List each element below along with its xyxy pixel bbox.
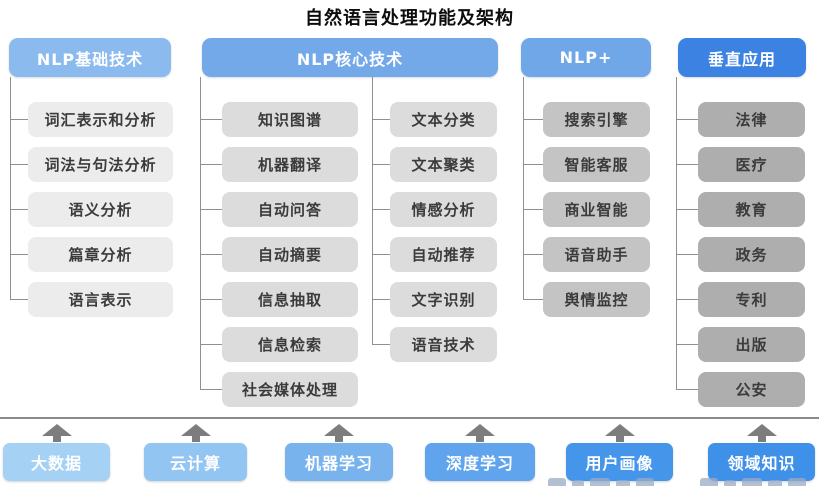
tree-item: 政务: [676, 237, 805, 272]
tree-item: 社会媒体处理: [200, 372, 358, 407]
tree-item: 法律: [676, 102, 805, 137]
tree-item: 智能客服: [523, 147, 650, 182]
tree-item: 舆情监控: [523, 282, 650, 317]
tree-item: 自动摘要: [200, 237, 358, 272]
diagram-title: 自然语言处理功能及架构: [305, 8, 514, 29]
up-arrow-icon: [181, 424, 211, 442]
foundation-divider-line: [0, 417, 819, 419]
tree-item: 自动问答: [200, 192, 358, 227]
foundation-box-machine-learning: 机器学习: [285, 443, 393, 481]
column-header-nlp-basics: NLP基础技术: [9, 38, 171, 77]
tree-item: 出版: [676, 327, 805, 362]
foundation-box-deep-learning: 深度学习: [425, 443, 535, 481]
tree-item: 教育: [676, 192, 805, 227]
tree-item: 篇章分析: [10, 237, 173, 272]
foundation-box-user-profile: 用户画像: [566, 443, 673, 481]
tree-item: 语音助手: [523, 237, 650, 272]
connector-spine-col2-left: [200, 77, 201, 390]
tree-item: 专利: [676, 282, 805, 317]
tree-item: 语音技术: [372, 327, 497, 362]
tree-item: 医疗: [676, 147, 805, 182]
tree-item: 信息抽取: [200, 282, 358, 317]
connector-spine-col3: [523, 77, 524, 300]
up-arrow-icon: [747, 424, 777, 442]
column-header-vertical-apps: 垂直应用: [678, 38, 806, 77]
tree-item: 文本分类: [372, 102, 497, 137]
tree-item: 知识图谱: [200, 102, 358, 137]
up-arrow-icon: [605, 424, 635, 442]
tree-item: 自动推荐: [372, 237, 497, 272]
watermark-fragment: [548, 478, 654, 486]
up-arrow-icon: [324, 424, 354, 442]
up-arrow-icon: [465, 424, 495, 442]
tree-item: 词法与句法分析: [10, 147, 173, 182]
watermark-fragment: [700, 478, 806, 486]
column-header-nlp-plus: NLP+: [521, 38, 651, 77]
foundation-box-cloud-computing: 云计算: [144, 443, 247, 481]
tree-item: 信息检索: [200, 327, 358, 362]
tree-item: 文本聚类: [372, 147, 497, 182]
up-arrow-icon: [42, 424, 72, 442]
foundation-box-big-data: 大数据: [3, 443, 110, 481]
tree-item: 搜索引擎: [523, 102, 650, 137]
tree-item: 语言表示: [10, 282, 173, 317]
connector-spine-col4: [676, 77, 677, 390]
connector-spine-col1: [10, 77, 11, 300]
tree-item: 商业智能: [523, 192, 650, 227]
tree-item: 情感分析: [372, 192, 497, 227]
tree-item: 公安: [676, 372, 805, 407]
tree-item: 文字识别: [372, 282, 497, 317]
foundation-box-domain-knowledge: 领域知识: [708, 443, 815, 481]
tree-item: 词汇表示和分析: [10, 102, 173, 137]
connector-spine-col2-right: [372, 77, 373, 345]
column-header-nlp-core: NLP核心技术: [202, 38, 498, 77]
tree-item: 机器翻译: [200, 147, 358, 182]
tree-item: 语义分析: [10, 192, 173, 227]
